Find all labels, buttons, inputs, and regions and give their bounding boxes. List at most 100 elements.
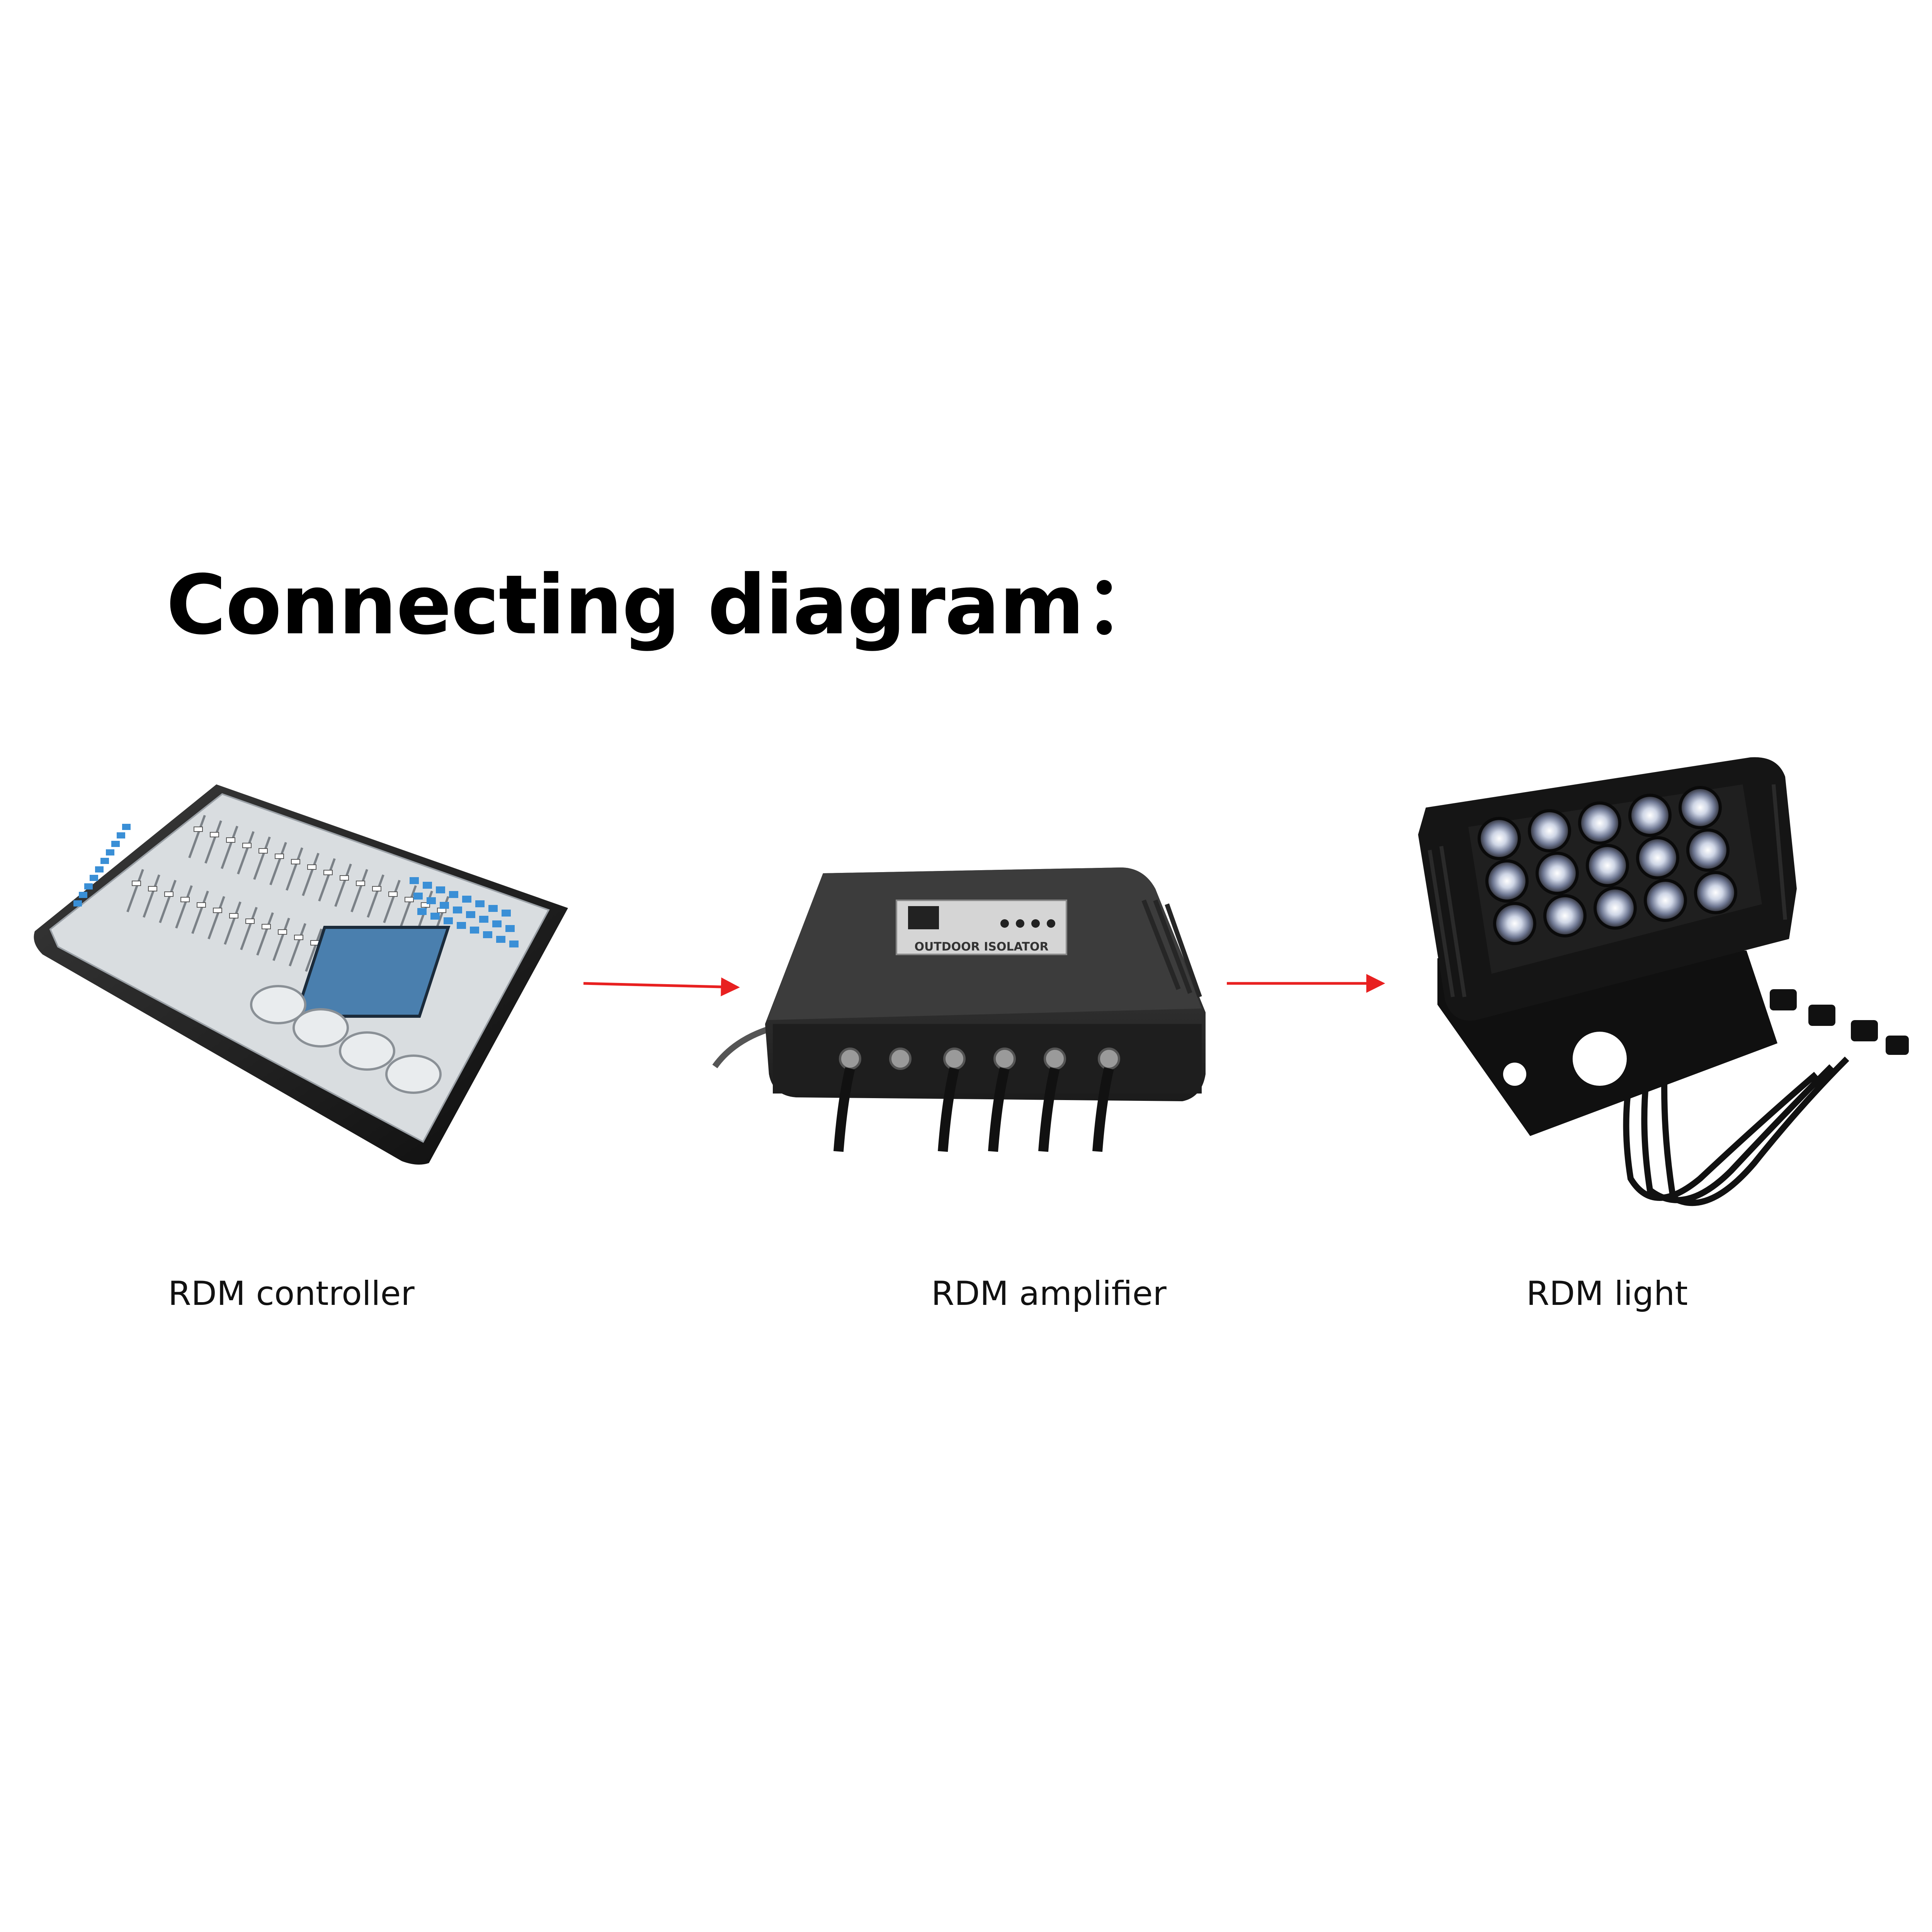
rdm-amplifier-illustration: OUTDOOR ISOLATOR (712, 867, 1206, 1152)
console-encoders (250, 985, 442, 1094)
console-button (475, 900, 485, 907)
console-button (453, 906, 462, 913)
led-lens (1578, 801, 1621, 845)
fader-track (399, 885, 417, 929)
console-button (488, 905, 498, 912)
fader-track (240, 906, 258, 951)
amplifier-port (943, 1048, 966, 1070)
amplifier-cable (1092, 1067, 1114, 1152)
fader-track (126, 869, 144, 913)
light-led-array (1478, 786, 1737, 945)
light-connectors (1770, 989, 1909, 1055)
fader-knob (197, 902, 206, 908)
fader-track (334, 863, 352, 907)
led-lens (1594, 886, 1637, 930)
led-lens (1686, 828, 1730, 872)
fader-knob (259, 848, 268, 854)
fader-knob (372, 886, 381, 891)
fader-knob (148, 886, 157, 891)
fader-track (224, 901, 242, 945)
fader-knob (340, 875, 349, 881)
console-button (106, 849, 114, 855)
fader-track (159, 879, 177, 923)
amplifier-front-face (773, 1024, 1202, 1094)
fader-knob (245, 918, 255, 924)
console-button (100, 858, 109, 864)
led-lens (1485, 859, 1529, 903)
fader-track (272, 917, 290, 961)
fader-track (191, 890, 209, 934)
fader-knob (213, 908, 222, 913)
console-button (505, 925, 515, 932)
fader-track (286, 847, 303, 891)
fader-track (305, 928, 323, 972)
console-button (462, 896, 471, 903)
amplifier-port (839, 1048, 861, 1070)
fader-track (175, 885, 193, 929)
led-lens (1679, 786, 1722, 829)
fader-track (253, 836, 271, 880)
console-button (502, 910, 511, 917)
console-button (423, 882, 432, 889)
led-lens (1644, 879, 1687, 922)
fader-track (188, 815, 206, 859)
console-buttons (73, 824, 519, 947)
console-button (449, 891, 458, 898)
console-button (436, 886, 445, 893)
fader-knob (275, 854, 284, 859)
led-lens (1694, 871, 1737, 914)
console-button (73, 900, 82, 906)
fader-knob (307, 864, 316, 870)
led-lens (1478, 817, 1521, 860)
console-button (440, 902, 449, 909)
console-button (470, 927, 479, 934)
amplifier-cable-left (712, 1025, 774, 1068)
fader-track (269, 842, 287, 886)
amplifier-cable (988, 1067, 1010, 1152)
console-button (427, 897, 436, 904)
console-button (413, 893, 423, 900)
label-rdm-controller: RDM controller (168, 1274, 415, 1313)
led-lens (1628, 794, 1672, 837)
amplifier-port (889, 1048, 912, 1070)
led-lens (1528, 809, 1571, 852)
led-lens (1636, 836, 1679, 879)
console-button (466, 911, 475, 918)
fader-knob (229, 913, 238, 918)
fader-track (383, 879, 401, 923)
console-button (95, 866, 104, 872)
console-button (417, 908, 427, 915)
fader-knob (323, 870, 333, 875)
amplifier-port (993, 1048, 1016, 1070)
led-lens (1543, 894, 1587, 937)
led-lens (1493, 902, 1536, 945)
fader-knob (242, 843, 252, 848)
amplifier-panel-text: OUTDOOR ISOLATOR (914, 940, 1048, 954)
fader-knob (291, 859, 300, 864)
console-button (90, 875, 98, 881)
amplifier-port (1098, 1048, 1120, 1070)
rdm-light-illustration (1418, 757, 1909, 1206)
fader-knob (356, 881, 365, 886)
amplifier-cable (938, 1067, 959, 1152)
fader-track (302, 852, 320, 896)
fader-track (204, 820, 222, 864)
console-button (122, 824, 131, 830)
led-lens (1536, 852, 1579, 895)
fader-knob (388, 891, 398, 897)
fader-knob (278, 929, 287, 935)
console-button (483, 931, 492, 938)
fader-track (318, 858, 336, 902)
fader-knob (210, 832, 219, 837)
fader-track (221, 825, 238, 869)
console-button (457, 922, 466, 929)
amplifier-cable (1038, 1067, 1060, 1152)
label-rdm-light: RDM light (1526, 1274, 1688, 1313)
fader-track (237, 831, 255, 875)
light-fins (1428, 784, 1787, 997)
console-button (430, 913, 440, 920)
console-button (444, 917, 453, 924)
console-button (509, 940, 519, 947)
